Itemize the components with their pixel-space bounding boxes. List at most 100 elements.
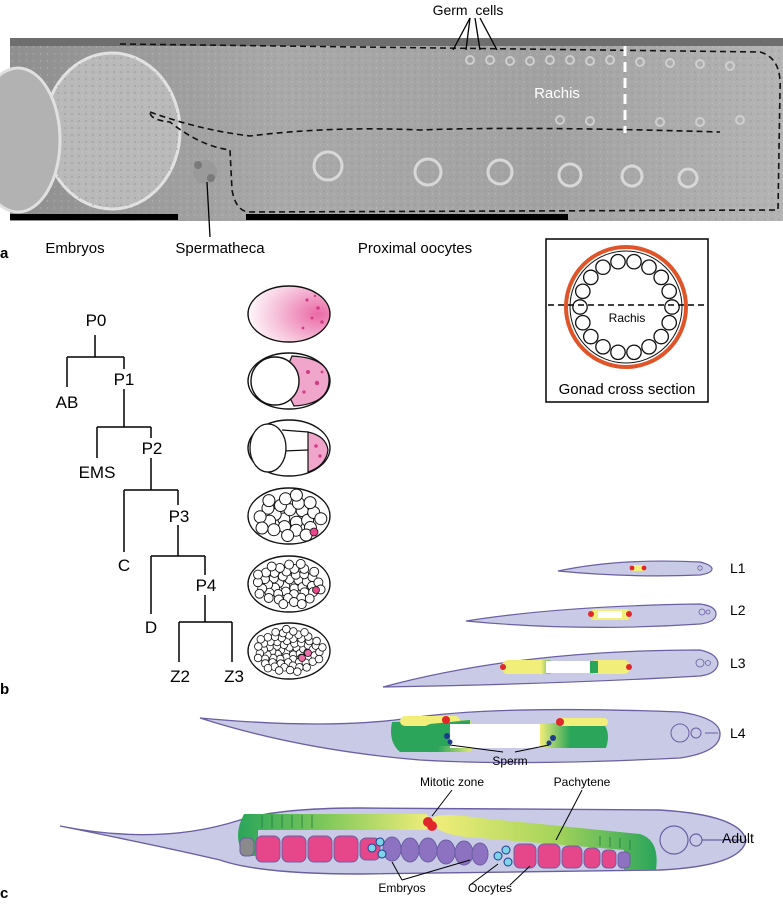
embryo-cell	[295, 558, 306, 569]
lineage-p3: P3	[169, 507, 190, 526]
embryo-cell	[253, 653, 263, 663]
embryo-cell	[254, 588, 265, 599]
embryo-cell	[289, 488, 303, 502]
embryo-cell	[314, 512, 328, 526]
germ-cells-label: Germ cells	[433, 2, 504, 18]
embryo-cell	[262, 494, 276, 508]
embryo-stage-1cell	[247, 285, 331, 343]
germ-cell-nucleus	[626, 344, 642, 361]
embryo-cell	[253, 569, 263, 580]
germ-cell-nucleus	[595, 338, 611, 355]
stage-label-adult: Adult	[722, 830, 754, 846]
lineage-z3: Z3	[224, 667, 244, 686]
embryo-cell	[282, 624, 291, 634]
worm-l3	[382, 649, 719, 688]
embryo-cell	[304, 593, 315, 604]
embryo-stage-2cell	[247, 352, 331, 410]
lineage-p2: P2	[142, 439, 163, 458]
germ-cell-nucleus	[653, 328, 670, 345]
embryo-cell	[284, 559, 295, 570]
proximal-oocytes-label: Proximal oocytes	[358, 240, 472, 257]
panel-letter-b: b	[0, 681, 9, 698]
embryo-cell	[303, 496, 317, 510]
embryo-cell	[289, 627, 298, 636]
germ-cell-nucleus	[661, 314, 678, 331]
embryo-cell	[256, 635, 265, 644]
embryo-cell	[253, 510, 267, 524]
embryo-cell	[263, 593, 274, 603]
germ-cell-nucleus	[653, 269, 670, 286]
spermatheca-label: Spermatheca	[175, 240, 265, 257]
embryo-cell	[300, 628, 309, 637]
germ-cell-nucleus	[641, 338, 657, 355]
lineage-ab: AB	[56, 393, 79, 412]
germ-cell-nucleus	[574, 314, 591, 331]
germ-cell-nucleus	[610, 253, 626, 270]
embryo-cell	[267, 523, 281, 537]
germ-cell-nucleus	[610, 344, 626, 361]
gonad-cross-section	[545, 238, 709, 403]
mitotic-zone-label: Mitotic zone	[420, 775, 484, 789]
lineage-d: D	[145, 618, 157, 637]
pachytene-label: Pachytene	[554, 775, 611, 789]
embryo-cell	[263, 664, 273, 673]
germ-cell-nucleus	[582, 269, 599, 286]
embryos-label-adult: Embryos	[378, 881, 425, 895]
embryo-cell	[314, 654, 324, 664]
germ-cell-nucleus	[595, 259, 611, 276]
embryo-cell	[293, 667, 302, 676]
embryo-cell	[274, 666, 284, 675]
embryo-cell	[279, 492, 292, 506]
embryo-stage-multicell-1	[247, 487, 331, 545]
worm-l4	[199, 708, 721, 764]
embryo-cell	[263, 633, 272, 642]
germ-cell-nucleus	[582, 328, 599, 345]
embryo-cell	[278, 599, 289, 610]
embryo-cell	[281, 529, 295, 542]
germ-cell-nucleus	[664, 299, 680, 315]
stage-label-l3: L3	[730, 655, 746, 671]
lineage-p1: P1	[114, 370, 135, 389]
gonad-cross-section-label: Gonad cross section	[559, 381, 696, 398]
stage-label-l4: L4	[730, 725, 746, 741]
lineage-ems: EMS	[79, 463, 116, 482]
stage-label-l1: L1	[730, 560, 746, 576]
worm-adult	[59, 789, 747, 886]
embryo-cell	[312, 636, 321, 646]
lineage-p0: P0	[86, 311, 107, 330]
embryo-cell	[271, 628, 280, 637]
stage-label-l2: L2	[730, 602, 746, 618]
embryo-cell	[302, 663, 311, 672]
oocytes-label: Oocytes	[468, 881, 512, 895]
embryo-cell	[254, 642, 263, 651]
embryo-cell	[296, 599, 307, 610]
micrograph	[0, 17, 783, 238]
rachis-label: Rachis	[534, 85, 580, 102]
germ-cell-nucleus	[574, 283, 591, 300]
embryos-label: Embryos	[45, 240, 104, 257]
lineage-z2: Z2	[170, 667, 190, 686]
embryo-cell	[274, 562, 285, 573]
worm-l2	[465, 603, 717, 628]
germ-cell-nucleus	[661, 283, 678, 300]
germ-cell-nucleus	[641, 259, 657, 276]
embryo-cell	[266, 561, 277, 572]
embryo-stage-multicell-3	[247, 622, 331, 680]
germ-cell-nucleus	[626, 253, 642, 270]
sperm-label: Sperm	[492, 754, 527, 768]
cross-section-rachis-label: Rachis	[609, 311, 646, 325]
worm-l1	[557, 560, 713, 577]
germ-cell-nucleus	[572, 299, 588, 315]
embryo-cell	[309, 566, 320, 577]
panel-letter-c: c	[0, 885, 8, 902]
embryo-cell	[318, 643, 327, 652]
lineage-p4: P4	[196, 576, 217, 595]
embryo-stage-4cell	[247, 419, 331, 477]
embryo-cell	[255, 521, 269, 535]
embryo-stage-multicell-2	[247, 555, 331, 613]
embryo-cell	[285, 665, 295, 675]
panel-letter-a: a	[0, 245, 9, 262]
lineage-tree-lines	[66, 335, 233, 662]
lineage-c: C	[118, 556, 130, 575]
